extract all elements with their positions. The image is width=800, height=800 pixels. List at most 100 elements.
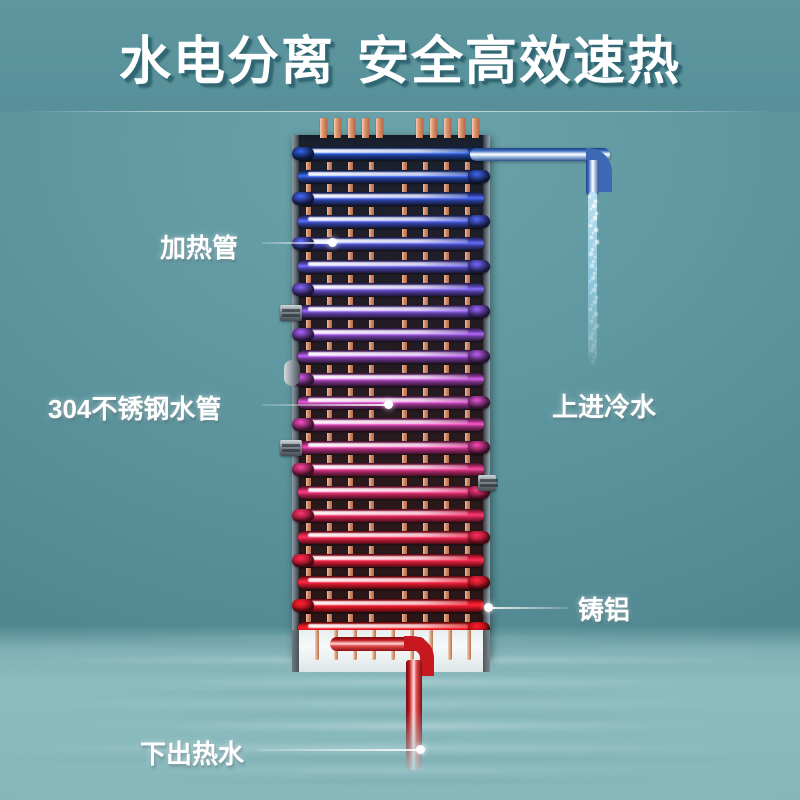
callout-dot-heating-tube (328, 238, 337, 247)
tube-bend (468, 350, 490, 364)
copper-fin (444, 184, 449, 195)
tube-bend (468, 169, 490, 183)
copper-fin (465, 319, 470, 330)
title-part-2: 安全高效速热 (357, 32, 682, 91)
copper-fin (465, 523, 470, 534)
water-bubble (594, 284, 597, 287)
inlet-pipe-downspout (586, 160, 599, 196)
copper-fin-row (302, 387, 478, 398)
copper-fin (306, 387, 311, 398)
copper-stub (348, 118, 355, 138)
copper-fin (465, 455, 470, 466)
water-bubble (590, 320, 593, 323)
copper-fin (348, 432, 353, 443)
copper-fin (327, 274, 332, 285)
copper-fin (306, 455, 311, 466)
copper-fin-row (302, 590, 478, 601)
copper-fin (327, 297, 332, 308)
copper-fin (348, 410, 353, 421)
side-bracket-lower (280, 440, 302, 456)
coil-row (294, 214, 490, 228)
copper-fin (348, 229, 353, 240)
tube-bend (292, 327, 314, 341)
water-stream (588, 192, 599, 364)
copper-fin (306, 364, 311, 375)
coil-row (294, 440, 490, 454)
copper-stub (416, 118, 423, 138)
water-tube (298, 350, 484, 364)
callout-dot-stainless-pipe (384, 400, 393, 409)
copper-fin (369, 500, 374, 511)
coil-row (292, 282, 488, 296)
copper-fin (465, 274, 470, 285)
copper-fin (306, 410, 311, 421)
copper-stub (458, 118, 465, 138)
copper-stub (376, 118, 383, 138)
callout-label-heating-tube: 加热管 (160, 233, 239, 263)
copper-fin (348, 523, 353, 534)
copper-fin (306, 184, 311, 195)
copper-fin (465, 545, 470, 556)
copper-fin (444, 364, 449, 375)
water-tube (298, 418, 484, 432)
copper-fin (327, 364, 332, 375)
copper-fin (369, 477, 374, 488)
water-tube (298, 237, 484, 251)
water-bubble (593, 216, 597, 220)
copper-fin (465, 500, 470, 511)
copper-fin (465, 477, 470, 488)
copper-fin (423, 364, 428, 375)
copper-fin (402, 523, 407, 534)
water-tube (298, 147, 484, 160)
side-knob (284, 360, 300, 386)
copper-fin (348, 161, 353, 172)
copper-fin-row (302, 319, 478, 330)
copper-fin (444, 229, 449, 240)
copper-stub (362, 118, 369, 138)
copper-fin (423, 568, 428, 579)
copper-fin-row (302, 364, 478, 375)
copper-fin (423, 184, 428, 195)
headline-banner: 水电分离安全高效速热 (0, 0, 800, 112)
title-part-1: 水电分离 (118, 32, 335, 91)
copper-fin (402, 455, 407, 466)
page-title: 水电分离安全高效速热 (119, 19, 681, 94)
copper-fin (444, 410, 449, 421)
copper-fin (465, 251, 470, 262)
copper-stub (334, 118, 341, 138)
copper-fin (465, 229, 470, 240)
copper-fin (402, 342, 407, 353)
pin-fin (315, 630, 319, 660)
copper-fin (423, 613, 428, 624)
copper-fin (423, 590, 428, 601)
side-bracket-upper (280, 305, 302, 321)
copper-fin (327, 523, 332, 534)
side-bracket-right (478, 475, 498, 491)
coil-row (294, 486, 490, 499)
water-tube (298, 508, 484, 522)
copper-fin (369, 319, 374, 330)
copper-fin (369, 455, 374, 466)
copper-fin (465, 206, 470, 217)
copper-fin (306, 297, 311, 308)
cold-water-inlet-pipe (470, 148, 610, 161)
water-tube (298, 169, 484, 183)
water-bubble (589, 252, 593, 256)
water-bubble (594, 340, 596, 342)
copper-fin (402, 613, 407, 624)
water-bubble (592, 232, 594, 234)
copper-fin (348, 387, 353, 398)
callout-label-cast-aluminum: 铸铝 (578, 595, 631, 625)
water-bubble (591, 220, 593, 222)
tube-bend (292, 553, 314, 567)
copper-fin (327, 229, 332, 240)
water-bubble (595, 212, 598, 215)
coil-row (292, 418, 488, 432)
tube-bend (468, 260, 490, 273)
copper-fin-row (302, 161, 478, 172)
copper-fin (327, 455, 332, 466)
copper-fin (306, 274, 311, 285)
water-bubble (590, 208, 592, 210)
callout-leader-cast-aluminum (488, 607, 568, 609)
tube-bend (292, 599, 314, 612)
